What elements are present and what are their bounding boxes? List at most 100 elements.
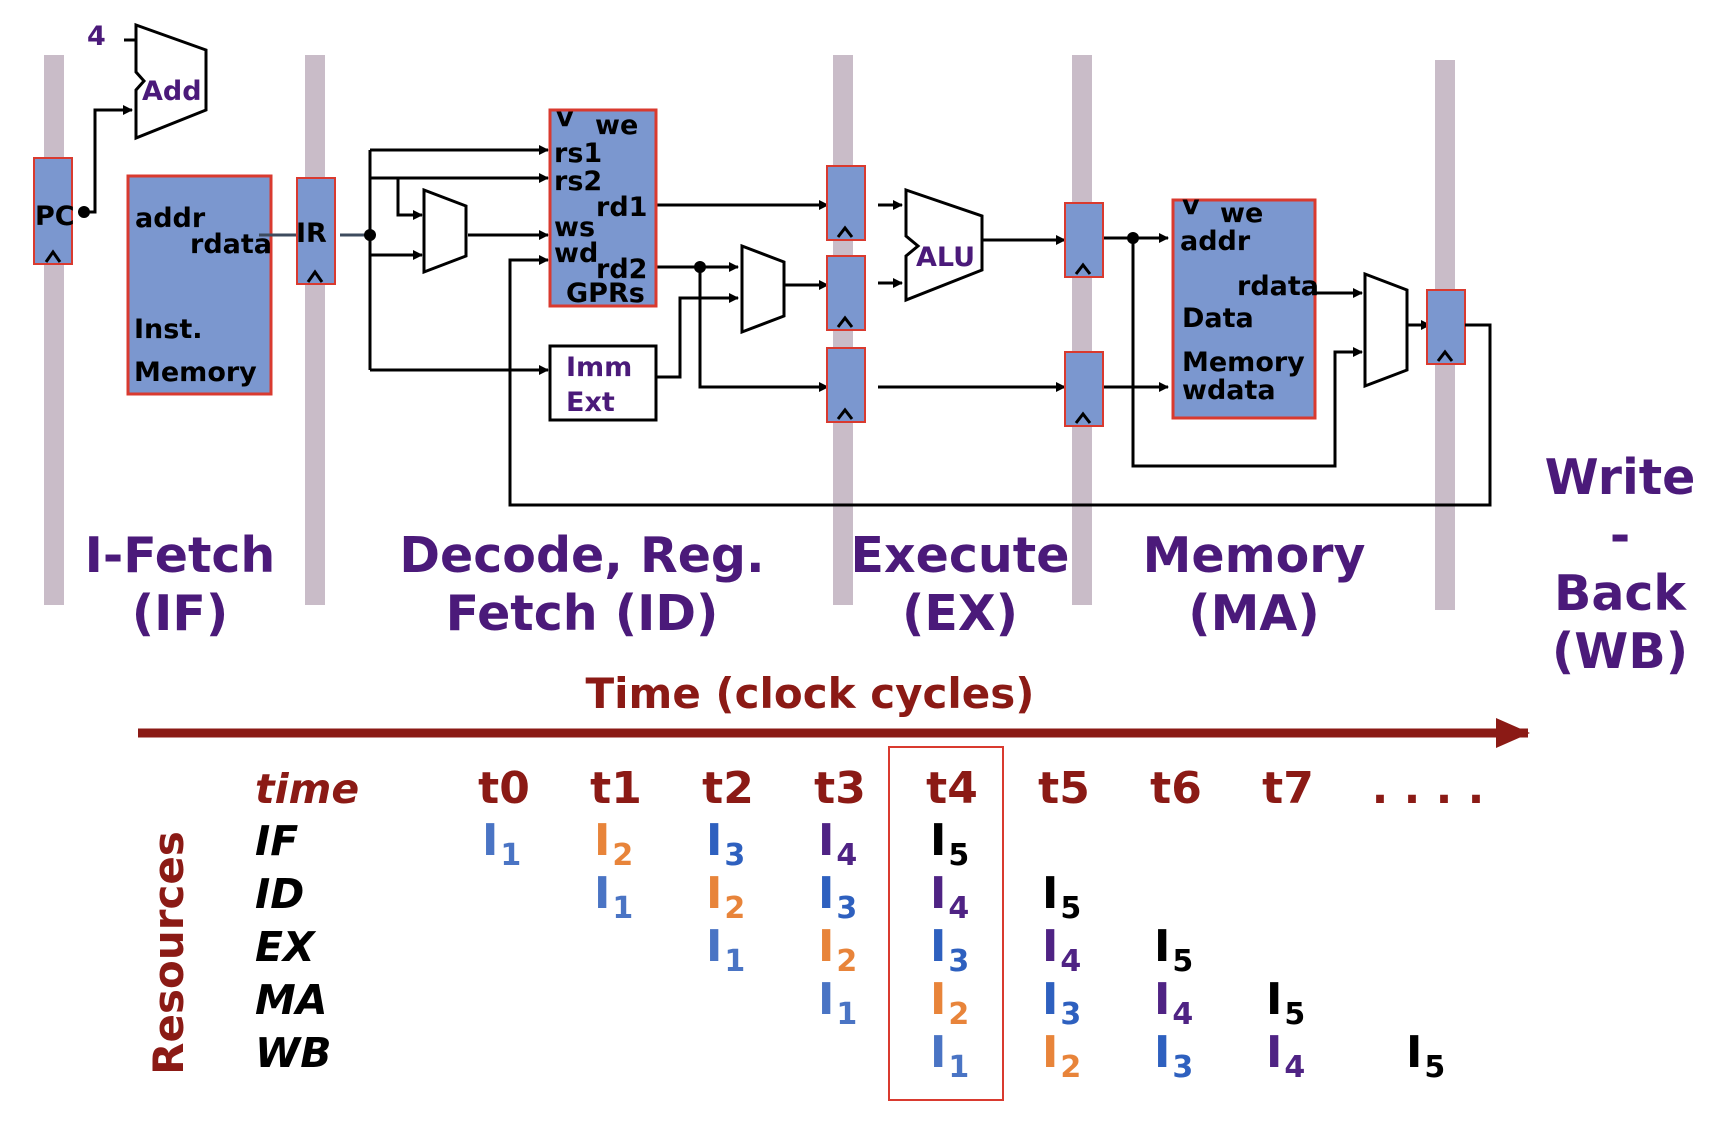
inst-mem-addr: addr: [135, 203, 206, 234]
instr-cell: I3: [706, 815, 745, 873]
inst-memory: [126, 174, 273, 396]
instr-number: 3: [1060, 997, 1081, 1032]
instr-cell: I4: [1042, 921, 1081, 979]
dmem-wdata: wdata: [1182, 375, 1276, 406]
inst-mem-line2: Memory: [134, 357, 257, 388]
stage-bar-ma: [1072, 55, 1092, 605]
instr-number: 2: [948, 997, 969, 1032]
instr-prefix: I: [930, 815, 946, 866]
instr-cell: I1: [594, 868, 633, 926]
instr-cell: I4: [930, 868, 969, 926]
stage-ex-line1: Execute: [851, 527, 1070, 584]
add-constant: 4: [87, 21, 106, 52]
column-header-t0: t0: [478, 763, 530, 814]
gpr-name: GPRs: [566, 278, 645, 309]
column-header-t7: t7: [1262, 763, 1314, 814]
instr-number: 3: [948, 944, 969, 979]
instr-prefix: I: [1154, 974, 1170, 1025]
instr-number: 3: [836, 891, 857, 926]
instr-prefix: I: [930, 1027, 946, 1078]
pc-register: [33, 157, 73, 265]
junction-dots: [78, 206, 1139, 273]
column-header-t6: t6: [1150, 763, 1202, 814]
time-axis-title: Time (clock cycles): [586, 669, 1035, 718]
column-header-ellipsis: . . . .: [1372, 763, 1485, 814]
alu-shape: [904, 187, 984, 303]
instr-number: 4: [836, 838, 857, 873]
gpr-rs1: rs1: [554, 138, 602, 169]
instr-cell: I5: [1266, 974, 1305, 1032]
dmem-v: v: [1182, 190, 1200, 221]
instr-prefix: I: [706, 815, 722, 866]
instr-cell: I1: [930, 1027, 969, 1085]
row-label-if: IF: [255, 817, 298, 865]
time-row-label: time: [255, 765, 359, 813]
instr-prefix: I: [818, 921, 834, 972]
gpr-rd2: rd2: [596, 254, 647, 285]
dmem-line2: Memory: [1182, 347, 1305, 378]
adder-shape: [134, 22, 208, 141]
instr-number: 2: [612, 838, 633, 873]
stage-ex-line2: (EX): [902, 585, 1018, 642]
instr-cell: I3: [1154, 1027, 1193, 1085]
instr-cell: I2: [818, 921, 857, 979]
instr-cell: I5: [1154, 921, 1193, 979]
stage-ma-line2: (MA): [1188, 585, 1319, 642]
row-label-wb: WB: [255, 1029, 331, 1077]
instr-number: 5: [1172, 944, 1193, 979]
instr-cell: I2: [1042, 1027, 1081, 1085]
instr-cell: I1: [706, 921, 745, 979]
instr-cell: I5: [1406, 1027, 1445, 1085]
instr-prefix: I: [1042, 974, 1058, 1025]
instr-prefix: I: [1042, 1027, 1058, 1078]
imm-ext-line2: Ext: [566, 387, 615, 418]
instr-number: 4: [1060, 944, 1081, 979]
column-header-t2: t2: [702, 763, 754, 814]
stage-wb-line1: Write: [1545, 449, 1696, 506]
column-header-t5: t5: [1038, 763, 1090, 814]
stage-bar-if: [44, 55, 64, 605]
id-ex-registers: [826, 165, 866, 423]
gpr-v: v: [556, 102, 574, 133]
instr-number: 1: [836, 997, 857, 1032]
instr-cell: I2: [706, 868, 745, 926]
dmem-rdata: rdata: [1237, 271, 1319, 302]
inst-mem-rdata: rdata: [190, 229, 272, 260]
operand-mux: [740, 243, 786, 335]
instr-cell: I4: [818, 815, 857, 873]
instr-number: 5: [1060, 891, 1081, 926]
stage-id-line2: Fetch (ID): [446, 585, 719, 642]
gpr-ws: ws: [554, 212, 595, 243]
stage-wb-line3: Back: [1554, 565, 1687, 622]
instr-prefix: I: [1266, 974, 1282, 1025]
gpr-file: [548, 108, 658, 308]
instr-number: 1: [724, 944, 745, 979]
instr-prefix: I: [930, 974, 946, 1025]
instr-number: 1: [500, 838, 521, 873]
pc-label: PC: [35, 201, 75, 232]
column-header-t3: t3: [814, 763, 866, 814]
instr-prefix: I: [930, 921, 946, 972]
instr-number: 2: [1060, 1050, 1081, 1085]
instr-prefix: I: [1406, 1027, 1422, 1078]
stage-wb-line2: -: [1610, 507, 1630, 564]
instr-prefix: I: [1266, 1027, 1282, 1078]
instr-cell: I5: [1042, 868, 1081, 926]
instr-cell: I3: [818, 868, 857, 926]
column-header-t1: t1: [590, 763, 642, 814]
instr-prefix: I: [1154, 1027, 1170, 1078]
instr-prefix: I: [818, 868, 834, 919]
stage-bar-id: [305, 55, 325, 605]
column-header-t4: t4: [926, 763, 978, 814]
instr-cell: I5: [930, 815, 969, 873]
row-label-ma: MA: [255, 976, 328, 1024]
instr-prefix: I: [1154, 921, 1170, 972]
instr-number: 4: [1172, 997, 1193, 1032]
ex-ma-registers: [1064, 202, 1104, 427]
pc-clock-mark: [44, 249, 62, 263]
instr-prefix: I: [818, 815, 834, 866]
ws-mux: [422, 187, 468, 275]
stage-ma-line1: Memory: [1143, 527, 1366, 584]
